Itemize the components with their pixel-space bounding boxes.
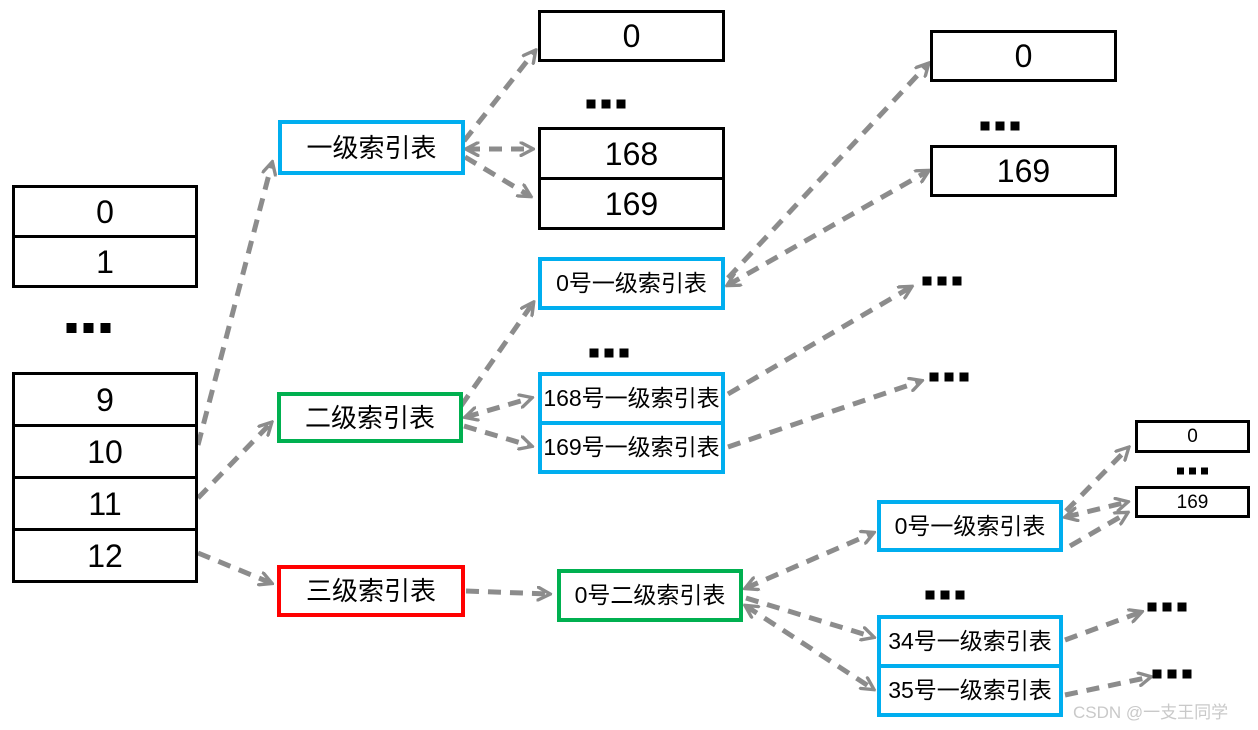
child-level1-table-group: 168号一级索引表 169号一级索引表: [538, 372, 725, 474]
grandchild-level1-table: 35号一级索引表: [877, 664, 1063, 717]
ellipsis: [63, 323, 114, 333]
inode-table-top: 0 1: [12, 185, 198, 288]
data-block: 169: [930, 145, 1117, 197]
ellipsis: [1174, 467, 1210, 475]
ellipsis: [1150, 669, 1195, 679]
inode-cell: 1: [12, 235, 198, 288]
data-block: 168: [538, 127, 725, 180]
level3-index-table: 三级索引表: [277, 565, 465, 617]
data-block: 0: [930, 30, 1117, 82]
ellipsis: [923, 590, 968, 600]
child-level1-table: 169号一级索引表: [538, 421, 725, 474]
child-level1-table: 168号一级索引表: [538, 372, 725, 425]
inode-table-bottom: 9 10 11 12: [12, 372, 198, 583]
inode-cell: 0: [12, 185, 198, 238]
ellipsis: [1145, 602, 1190, 612]
data-block: 169: [538, 177, 725, 230]
data-block-group: 168 169: [538, 127, 725, 230]
arrows: [195, 51, 1150, 698]
ellipsis: [978, 121, 1023, 131]
grandchild-level1-table: 0号一级索引表: [877, 500, 1063, 552]
data-block: 0: [538, 10, 725, 62]
inode-cell: 11: [12, 476, 198, 531]
ellipsis: [927, 372, 972, 382]
grandchild-level1-table: 34号一级索引表: [877, 615, 1063, 668]
level2-index-table: 二级索引表: [277, 392, 463, 443]
inode-cell: 12: [12, 528, 198, 583]
child-level1-table: 0号一级索引表: [538, 257, 725, 310]
child-level2-table: 0号二级索引表: [557, 569, 743, 622]
data-block: 169: [1135, 486, 1250, 518]
data-block: 0: [1135, 420, 1250, 453]
grandchild-level1-table-group: 34号一级索引表 35号一级索引表: [877, 615, 1063, 717]
inode-cell: 10: [12, 424, 198, 479]
watermark: CSDN @一支王同学: [1073, 703, 1229, 722]
ellipsis: [920, 276, 965, 286]
level1-index-table: 一级索引表: [278, 120, 465, 175]
ellipsis: [587, 348, 632, 358]
inode-cell: 9: [12, 372, 198, 427]
ellipsis: [584, 99, 629, 109]
